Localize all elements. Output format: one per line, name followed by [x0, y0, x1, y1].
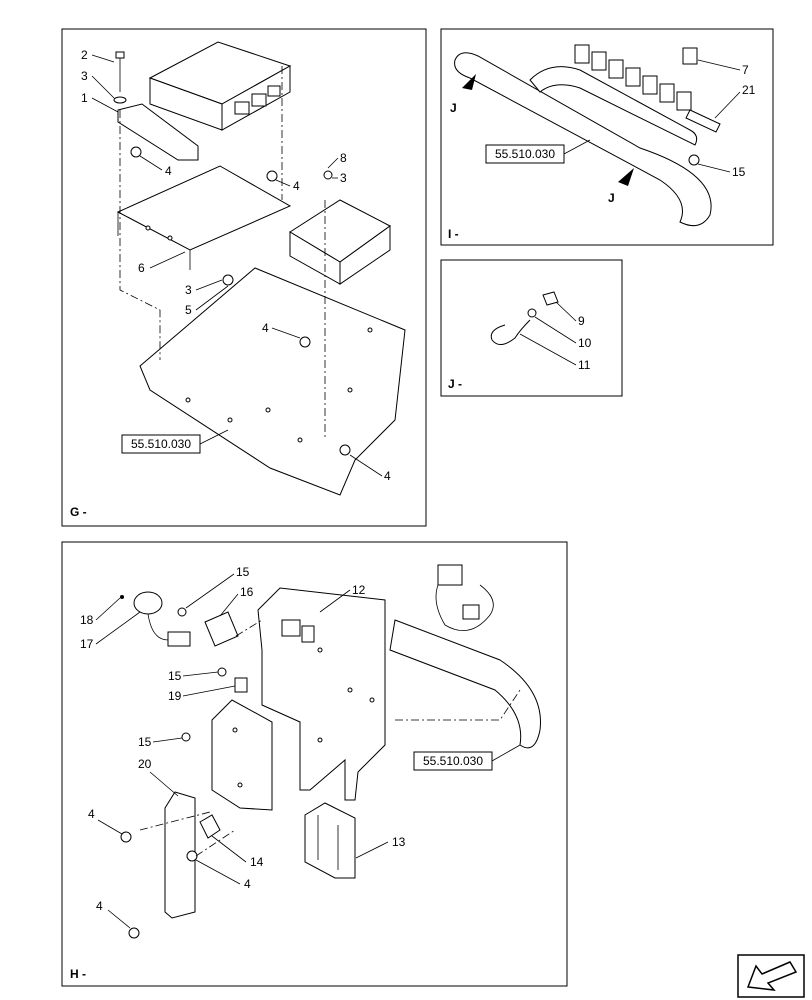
callout-h-4b: 4 [244, 877, 251, 891]
base-plate [139, 267, 406, 496]
tie-part-11 [490, 319, 531, 345]
pin-part-18 [120, 595, 124, 599]
mounting-plate-part-6 [116, 165, 292, 270]
callout-i-7: 7 [742, 63, 749, 77]
panel-j-label: J - [448, 377, 462, 391]
cover-part-13 [304, 802, 356, 879]
ref-h-text: 55.510.030 [423, 754, 483, 768]
callout-h-13: 13 [392, 835, 406, 849]
callout-g-3b: 3 [340, 171, 347, 185]
control-module [148, 41, 292, 131]
callout-h-15a: 15 [236, 565, 250, 579]
ecu-module [289, 199, 391, 285]
callout-j-9: 9 [578, 314, 585, 328]
screw-part-10 [527, 308, 537, 318]
nut-part-4-e [120, 831, 132, 843]
panel-i: I - J J 7 21 15 55.510.0 [440, 28, 774, 246]
clip-part-19 [234, 677, 248, 693]
callout-g-3c: 3 [185, 283, 192, 297]
callout-h-15b: 15 [168, 669, 182, 683]
callout-h-4c: 4 [96, 899, 103, 913]
block-part-16 [204, 611, 239, 647]
bracket-part-1 [117, 103, 199, 161]
view-mark-j-1: J [450, 101, 457, 115]
bolt-part-15-a [177, 607, 187, 617]
callout-g-4a: 4 [165, 164, 172, 178]
panel-i-frame [440, 28, 774, 246]
callout-h-17: 17 [80, 637, 94, 651]
panel-i-label: I - [448, 227, 459, 241]
ref-g-text: 55.510.030 [131, 437, 191, 451]
panel-h: H - [61, 541, 568, 987]
panel-j: J - 9 10 11 [440, 259, 623, 397]
callout-g-1: 1 [81, 91, 88, 105]
callout-g-5: 5 [185, 303, 192, 317]
callout-h-15c: 15 [138, 735, 152, 749]
callout-h-19: 19 [168, 689, 182, 703]
panel-g-label: G - [70, 505, 87, 519]
callout-i-15: 15 [732, 165, 746, 179]
bracket-part-21 [685, 109, 721, 133]
callout-h-4a: 4 [88, 807, 95, 821]
clip-part-14 [199, 814, 221, 839]
panel-g: G - [61, 28, 427, 527]
panel-h-label: H - [70, 967, 86, 981]
callout-g-3a: 3 [81, 69, 88, 83]
bolt-part-15-b [217, 667, 227, 677]
wiring-harness-h [389, 564, 541, 749]
clip-part-9 [542, 291, 559, 306]
callout-g-2: 2 [81, 48, 88, 62]
nut-part-4-f [186, 850, 198, 862]
lower-bracket [211, 699, 273, 811]
relay-block [574, 44, 692, 111]
view-mark-j-2: J [608, 191, 615, 205]
arrow-nav-icon[interactable] [737, 954, 805, 998]
callout-i-21: 21 [742, 83, 756, 97]
nut-part-4-b [266, 170, 278, 182]
wiring-harness-tube [454, 52, 712, 227]
callout-g-4d: 4 [384, 469, 391, 483]
view-arrow-j-1 [462, 74, 476, 90]
callout-j-10: 10 [578, 336, 592, 350]
view-arrow-j-2 [618, 168, 634, 186]
bolt-part-15-c [181, 732, 191, 742]
washer-part-3-b [323, 170, 333, 180]
bracket-part-12 [257, 587, 386, 801]
relay-part-7 [682, 47, 698, 65]
nut-part-4-c [299, 336, 311, 348]
bolt-part-15 [688, 154, 700, 166]
bolt-part-2 [113, 51, 127, 104]
callout-h-14: 14 [250, 855, 264, 869]
callout-h-18: 18 [80, 613, 94, 627]
callout-h-16: 16 [240, 585, 254, 599]
nut-part-4-a [130, 146, 142, 158]
strap-part-20 [164, 791, 196, 919]
nut-part-4-g [128, 927, 140, 939]
callout-h-20: 20 [138, 757, 152, 771]
panel-g-frame [61, 28, 427, 527]
callout-g-4c: 4 [262, 321, 269, 335]
callout-j-11: 11 [578, 358, 591, 372]
panel-h-frame [61, 541, 568, 987]
nut-part-4-d [339, 444, 351, 456]
panel-j-frame [440, 259, 623, 397]
callout-g-4b: 4 [293, 179, 300, 193]
callout-h-12: 12 [352, 583, 366, 597]
ref-i-text: 55.510.030 [495, 147, 555, 161]
callout-g-8: 8 [340, 151, 347, 165]
washer-part-5 [222, 274, 234, 286]
sensor-part-17 [133, 591, 191, 647]
callout-g-6: 6 [138, 261, 145, 275]
